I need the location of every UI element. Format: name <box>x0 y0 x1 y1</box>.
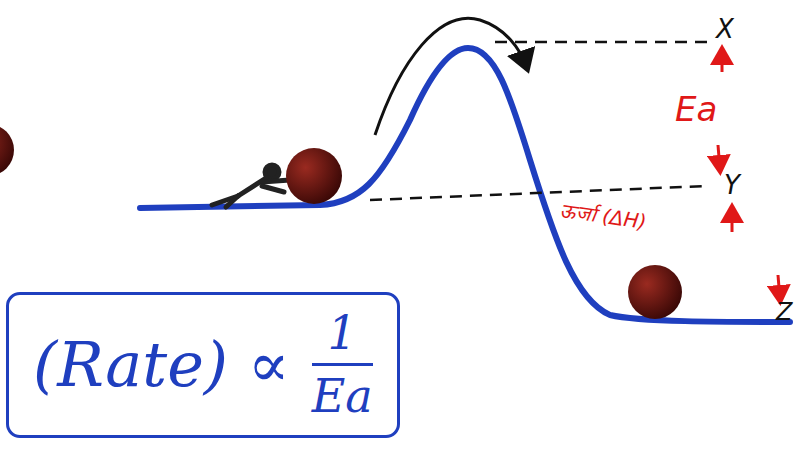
fraction-bar <box>312 363 373 366</box>
ball <box>0 124 14 176</box>
fraction: 1Ea <box>312 309 373 421</box>
level-label: Y <box>724 172 740 198</box>
stick-figure <box>212 165 290 207</box>
formula-text: Ea <box>312 372 373 420</box>
level-label: X <box>716 16 734 42</box>
formula-text: (Rate) ∝ <box>33 332 290 397</box>
energy-label: Ea <box>675 92 717 126</box>
formula-box: (Rate) ∝ 1Ea <box>6 292 400 438</box>
formula-text: 1 <box>328 309 357 357</box>
note-label: ऊर्जा (ΔH) <box>559 200 648 232</box>
level-label: Z <box>776 300 792 324</box>
energy-curve <box>140 48 790 322</box>
